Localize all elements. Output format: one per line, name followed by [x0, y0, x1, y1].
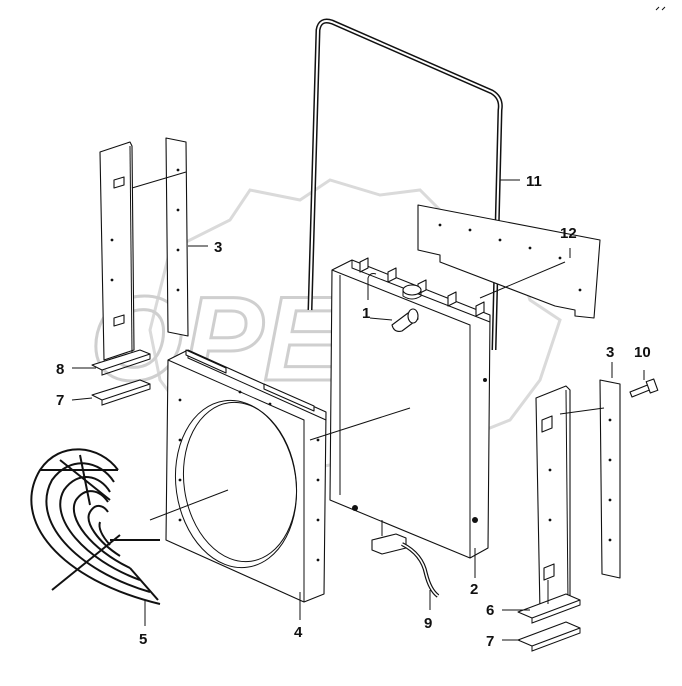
callout-4: 4	[294, 624, 303, 641]
callout-10: 10	[634, 344, 651, 361]
part-2-radiator	[329, 257, 491, 559]
callout-12: 12	[560, 225, 577, 242]
callout-7-left: 7	[56, 392, 64, 409]
part-3-left-side-brackets	[99, 137, 189, 361]
part-3-right-flat-bracket	[599, 379, 621, 579]
callout-8: 8	[56, 361, 64, 378]
part-5-fan-guard	[30, 448, 161, 605]
callout-2: 2	[470, 581, 478, 598]
corner-mark	[655, 6, 666, 11]
callout-9: 9	[424, 615, 432, 632]
part-11-u-tube	[307, 18, 503, 351]
callout-11: 11	[526, 173, 542, 190]
part-6-right-support	[517, 385, 581, 624]
part-8-left-base	[91, 349, 151, 376]
callout-7-right: 7	[486, 633, 494, 650]
callout-1: 1	[362, 305, 370, 322]
part-7-left-pad	[91, 379, 151, 406]
part-12-top-plate	[417, 204, 601, 319]
part-9-drain-hose	[401, 542, 440, 598]
part-7-right-pad	[517, 621, 581, 652]
callout-6: 6	[486, 602, 494, 619]
part-10-bolt	[629, 378, 659, 398]
leader-lines	[71, 171, 645, 641]
callout-5: 5	[139, 631, 147, 648]
part-4-fan-shroud	[165, 349, 327, 603]
callout-3-right: 3	[606, 344, 614, 361]
callout-3-left: 3	[214, 239, 222, 256]
